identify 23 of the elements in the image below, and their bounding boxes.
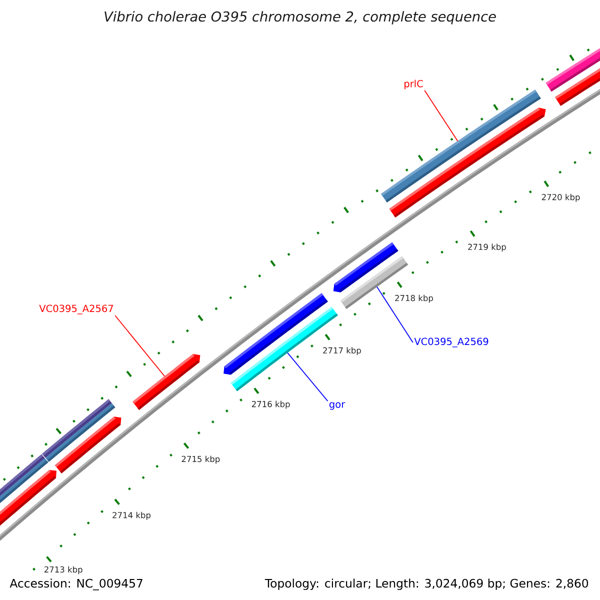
feature-arrow — [0, 470, 56, 526]
tick-label: 2716 kbp — [252, 400, 290, 409]
footer-note: Accession: NC_009457 — [10, 578, 142, 590]
map-title: Vibrio cholerae O395 chromosome 2, complete sequence — [104, 11, 496, 24]
tick-label: 2713 kbp — [44, 566, 82, 574]
feature-arrow — [54, 416, 122, 474]
leader-line — [376, 286, 414, 343]
feature-arrow — [132, 354, 200, 410]
gene-label: gor — [329, 402, 346, 410]
footer-note: Topology: circular; Length: 3,024,069 bp; Genes: 2,860 — [264, 578, 588, 590]
tick-label: 2719 kbp — [468, 244, 506, 252]
tick-label: 2714 kbp — [112, 512, 151, 520]
gene-label: prlC — [404, 80, 423, 90]
leader-line — [114, 315, 166, 377]
tick-label: 2715 kbp — [182, 456, 220, 464]
leader-line — [424, 90, 458, 142]
tick-label: 2718 kbp — [395, 294, 433, 303]
tick-label: 2717 kbp — [323, 347, 361, 356]
tick-label: 2720 kbp — [542, 194, 580, 202]
gene-label: VC0395_A2569 — [414, 338, 488, 348]
gene-label: VC0395_A2567 — [39, 304, 114, 314]
feature-arrow — [554, 68, 600, 106]
leader-line — [287, 352, 328, 402]
